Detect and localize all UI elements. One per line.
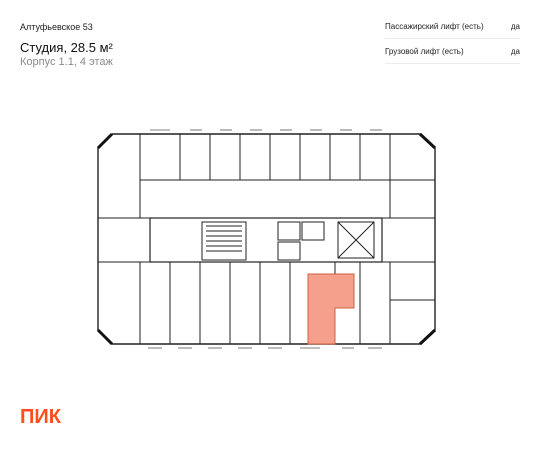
window-marks bbox=[148, 129, 382, 349]
fact-passenger-elevator: Пассажирский лифт (есть) да bbox=[385, 22, 520, 39]
bottom-apartment-walls bbox=[139, 262, 391, 344]
unit-location: Корпус 1.1, 4 этаж bbox=[20, 56, 113, 68]
project-name: Алтуфьевское 53 bbox=[20, 22, 93, 32]
floor-plan bbox=[96, 129, 437, 349]
fact-label: Грузовой лифт (есть) bbox=[385, 47, 464, 56]
building-facts: Пассажирский лифт (есть) да Грузовой лиф… bbox=[385, 22, 520, 72]
pik-logo: ПИК bbox=[20, 406, 61, 428]
fact-label: Пассажирский лифт (есть) bbox=[385, 22, 484, 31]
selected-unit-highlight[interactable] bbox=[307, 273, 355, 345]
corridor bbox=[149, 217, 383, 263]
top-apartment-walls bbox=[139, 134, 391, 218]
fact-freight-elevator: Грузовой лифт (есть) да bbox=[385, 47, 520, 64]
fact-value: да bbox=[510, 22, 520, 31]
unit-title: Студия, 28.5 м² bbox=[20, 40, 113, 55]
building-core bbox=[201, 221, 375, 261]
fact-value: да bbox=[510, 47, 520, 56]
corner-walls bbox=[96, 132, 437, 346]
outer-walls bbox=[97, 133, 436, 345]
side-wing-walls bbox=[98, 179, 435, 301]
